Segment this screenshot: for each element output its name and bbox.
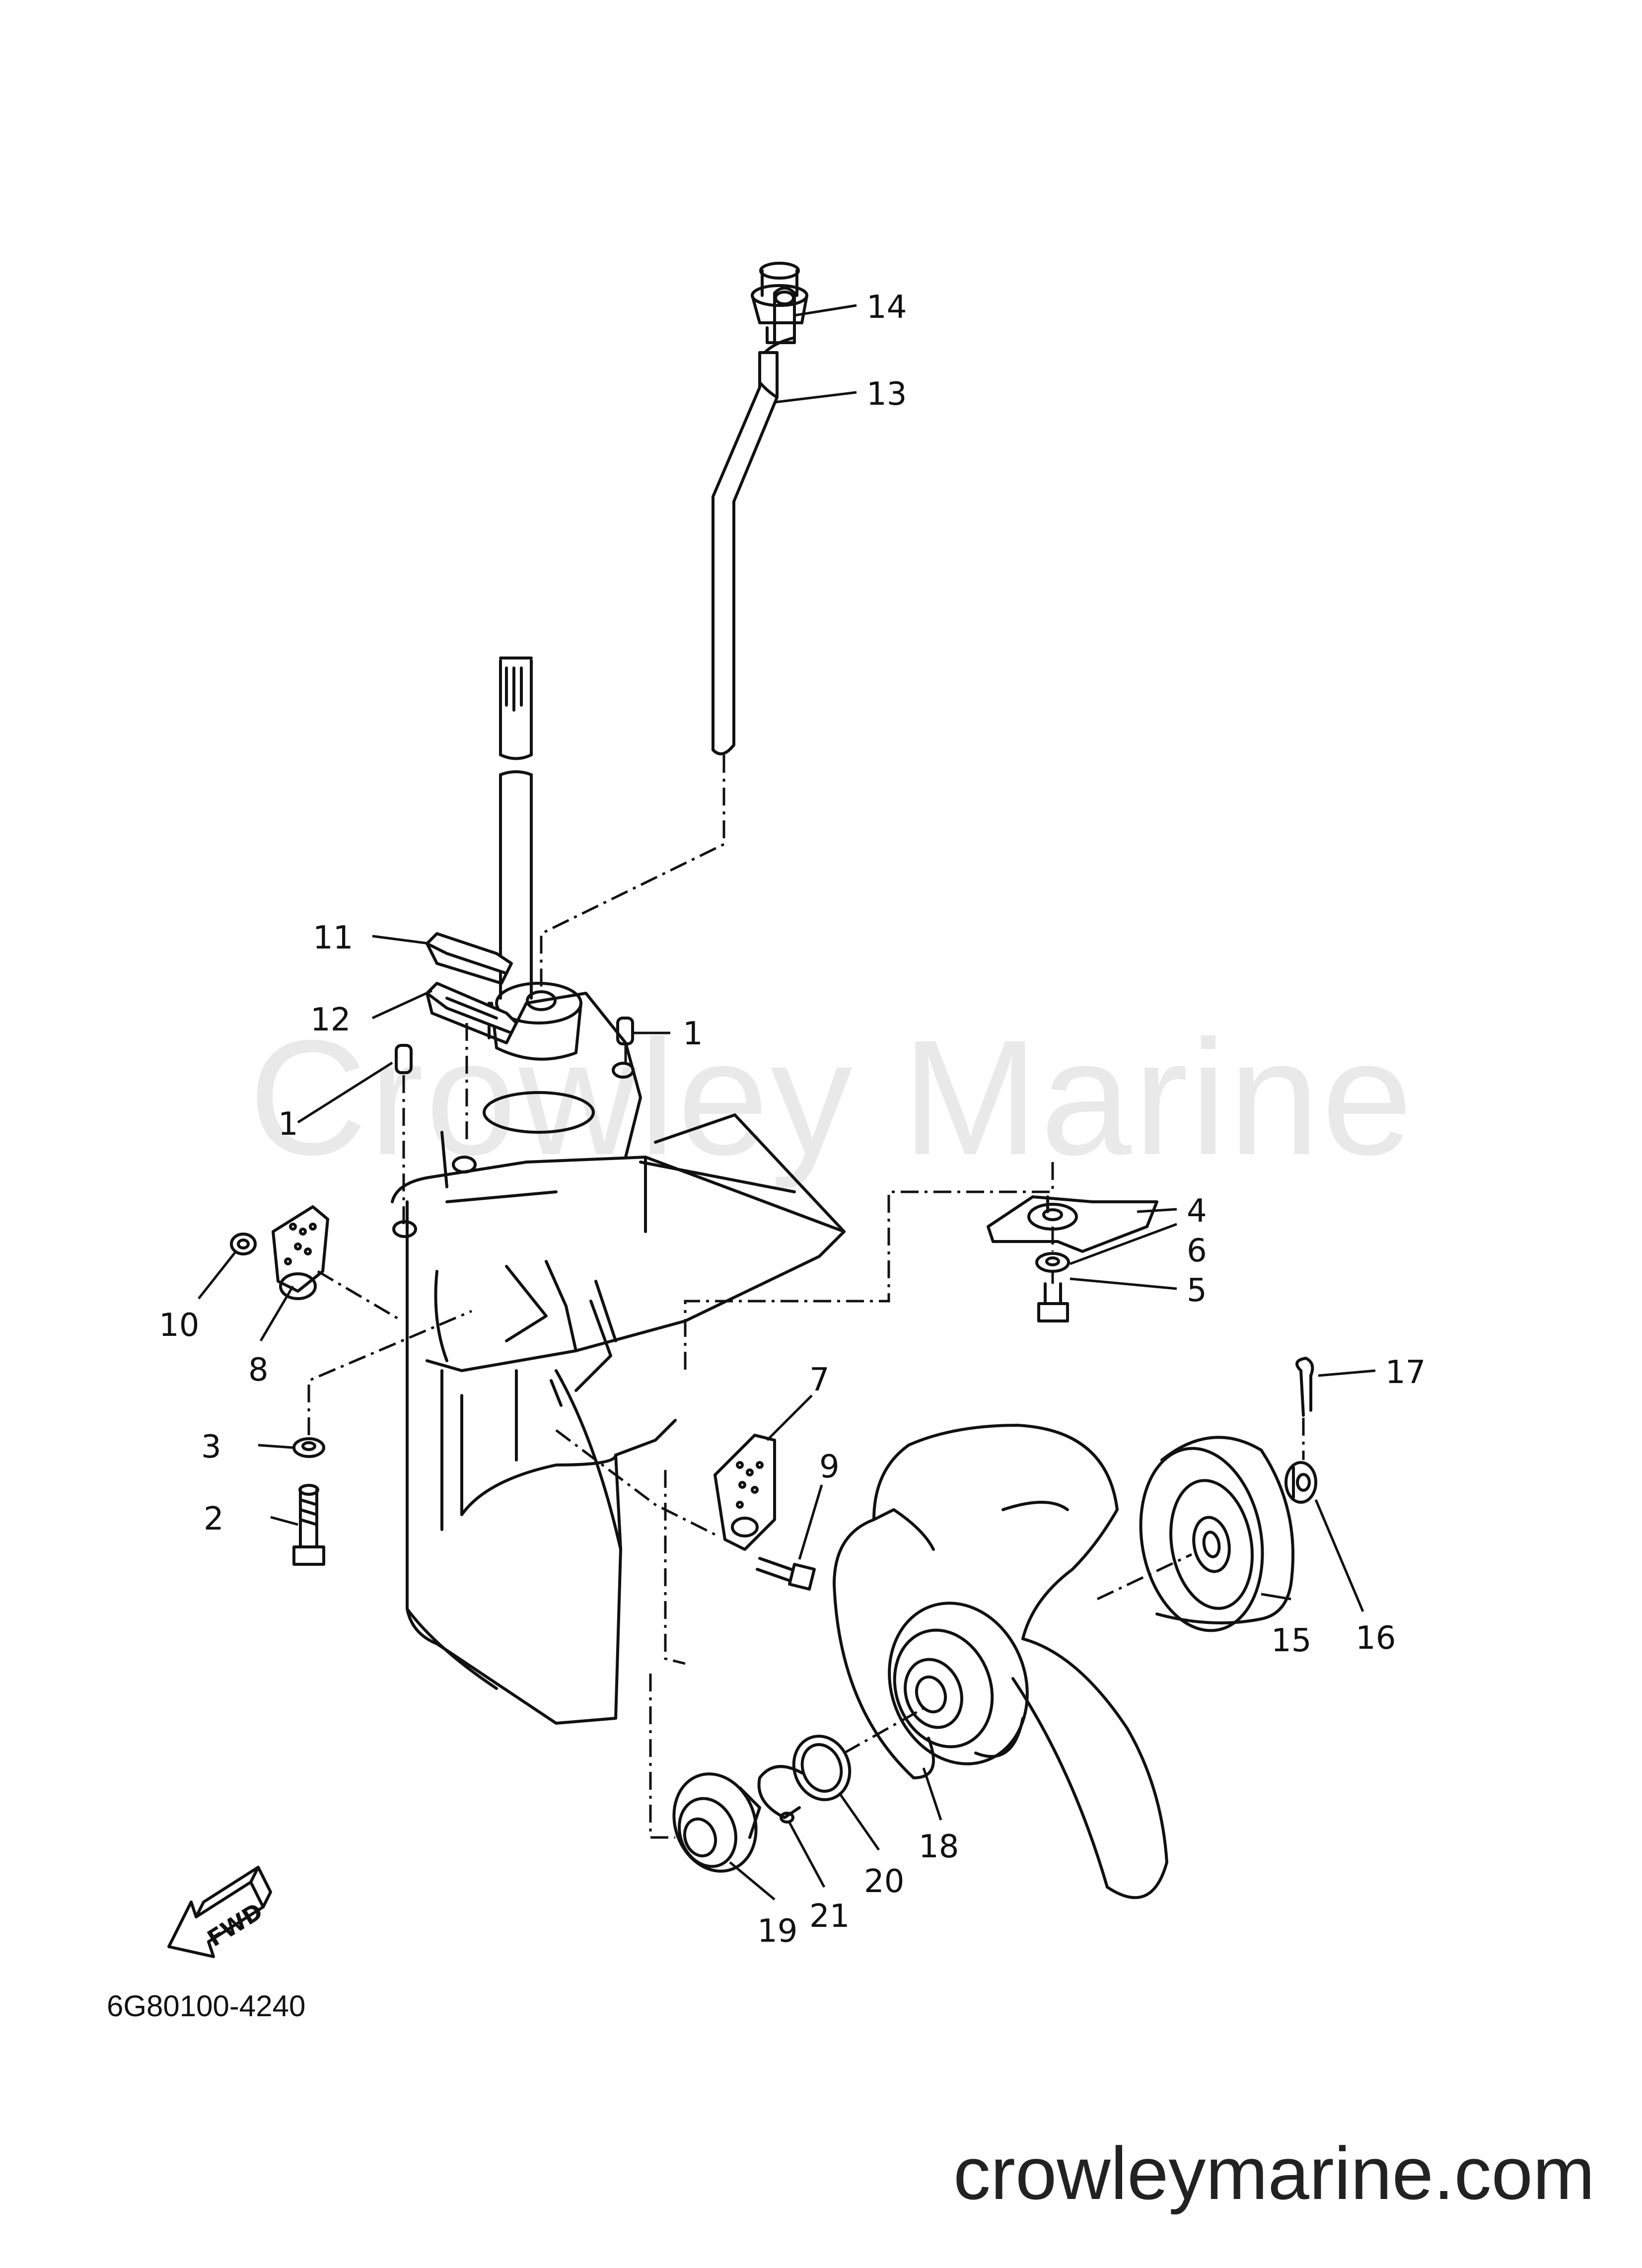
part-20-washer xyxy=(792,1735,852,1801)
part-7-plate xyxy=(714,1434,776,1551)
callout-21: 21 xyxy=(809,1898,850,1935)
callout-9: 9 xyxy=(819,1449,840,1485)
callout-11: 11 xyxy=(313,920,353,956)
leader-lines xyxy=(198,304,1376,1901)
watermark: Crowley Marine xyxy=(248,1006,1415,1189)
part-9-bolt xyxy=(756,1557,816,1591)
callout-20: 20 xyxy=(864,1863,904,1900)
lower-casing xyxy=(391,982,846,1725)
callout-1a: 1 xyxy=(683,1016,703,1052)
part-17-cotter-pin xyxy=(1295,1357,1314,1417)
callout-3: 3 xyxy=(201,1429,221,1465)
callout-10: 10 xyxy=(159,1307,199,1344)
part-19-nut xyxy=(672,1772,761,1873)
part-2-bolt xyxy=(292,1484,325,1566)
part-8-plate xyxy=(272,1205,329,1300)
part-14-connector xyxy=(751,262,808,344)
part-16-nut xyxy=(1285,1461,1317,1504)
part-4-trim-tab xyxy=(987,1195,1158,1253)
part-1-dowel-pin-b xyxy=(616,1017,634,1045)
part-21-pin xyxy=(757,1765,803,1824)
part-15-spacer xyxy=(1139,1436,1294,1632)
callout-8: 8 xyxy=(248,1352,269,1389)
callout-5: 5 xyxy=(1187,1272,1207,1309)
callout-4: 4 xyxy=(1187,1193,1207,1230)
callout-2: 2 xyxy=(204,1501,224,1537)
callout-13: 13 xyxy=(866,376,907,413)
callout-18: 18 xyxy=(919,1829,959,1865)
fwd-arrow: FWD xyxy=(167,1866,272,1958)
callout-16: 16 xyxy=(1356,1620,1396,1657)
part-6-washer xyxy=(1035,1252,1070,1273)
callout-1b: 1 xyxy=(278,1106,298,1143)
assembly-lines xyxy=(307,755,1305,1839)
drive-shaft xyxy=(499,657,557,1011)
callout-7: 7 xyxy=(809,1362,830,1398)
part-11-grommet xyxy=(426,932,513,985)
part-3-washer xyxy=(292,1437,325,1458)
callout-6: 6 xyxy=(1187,1233,1207,1269)
callouts: 1 1 2 3 4 5 6 7 8 9 10 11 12 13 14 15 16… xyxy=(159,289,1426,1950)
site-url[interactable]: crowleymarine.com xyxy=(953,2131,1595,2215)
part-18-propeller xyxy=(833,1424,1168,1900)
shift-rod xyxy=(712,287,796,755)
part-5-bolt xyxy=(1037,1282,1069,1322)
callout-17: 17 xyxy=(1385,1354,1426,1391)
diagram-code: 6G80100-4240 xyxy=(107,1989,306,2023)
callout-15: 15 xyxy=(1271,1622,1311,1659)
callout-12: 12 xyxy=(310,1002,351,1038)
callout-14: 14 xyxy=(866,289,907,326)
part-1-dowel-pin-a xyxy=(395,1044,413,1074)
part-12-grommet xyxy=(426,982,518,1044)
callout-19: 19 xyxy=(757,1913,797,1950)
part-10-nut xyxy=(230,1233,257,1255)
